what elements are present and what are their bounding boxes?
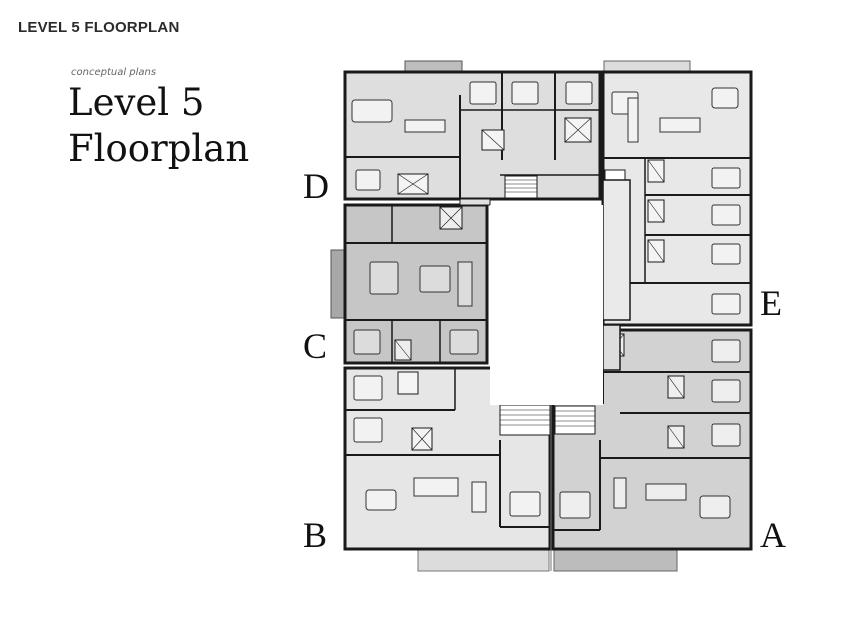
unit-d-plan [343, 70, 602, 201]
title-line-1: Level 5 [68, 81, 205, 124]
unit-c-plan [343, 203, 489, 365]
core-circulation [459, 179, 631, 571]
plan-subtitle: conceptual plans [71, 67, 157, 78]
unit-label-a: A [760, 515, 786, 555]
unit-label-e: E [760, 283, 782, 323]
unit-label-b: B [303, 515, 328, 555]
unit-label-c: C [303, 326, 328, 366]
page-title: Level 5 Floorplan [68, 80, 249, 172]
central-courtyard [490, 205, 603, 405]
unit-label-d: D [303, 166, 329, 206]
title-line-2: Floorplan [68, 127, 250, 170]
balcony-c-left [330, 249, 346, 319]
page-header: LEVEL 5 FLOORPLAN [18, 19, 180, 36]
